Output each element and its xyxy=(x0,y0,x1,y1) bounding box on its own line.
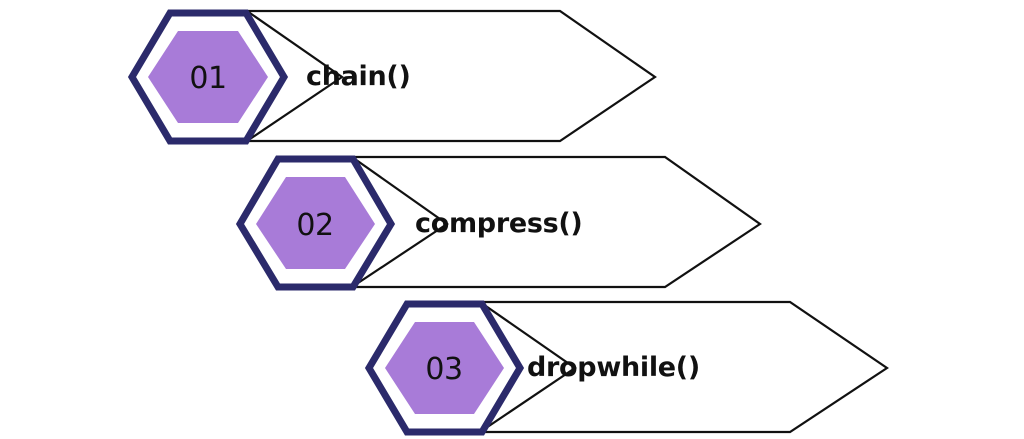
hexagon-fill-01 xyxy=(148,31,268,123)
step-number-01: 01 xyxy=(189,61,226,96)
process-step-01[interactable]: 01 chain() xyxy=(127,9,657,145)
step-label-01: chain() xyxy=(306,61,411,92)
hexagon-fill-02 xyxy=(256,177,375,269)
step-label-02: compress() xyxy=(415,208,582,239)
arrow-banner-01 xyxy=(243,9,657,143)
step-number-03: 03 xyxy=(425,352,462,387)
arrow-banner-03 xyxy=(476,300,889,434)
arrow-banner-02 xyxy=(348,155,762,289)
step-label-03: dropwhile() xyxy=(527,352,700,383)
process-step-03[interactable]: 03 dropwhile() xyxy=(364,300,889,436)
process-step-02[interactable]: 02 compress() xyxy=(235,155,762,291)
hexagon-fill-03 xyxy=(385,322,504,414)
step-number-02: 02 xyxy=(296,208,333,243)
